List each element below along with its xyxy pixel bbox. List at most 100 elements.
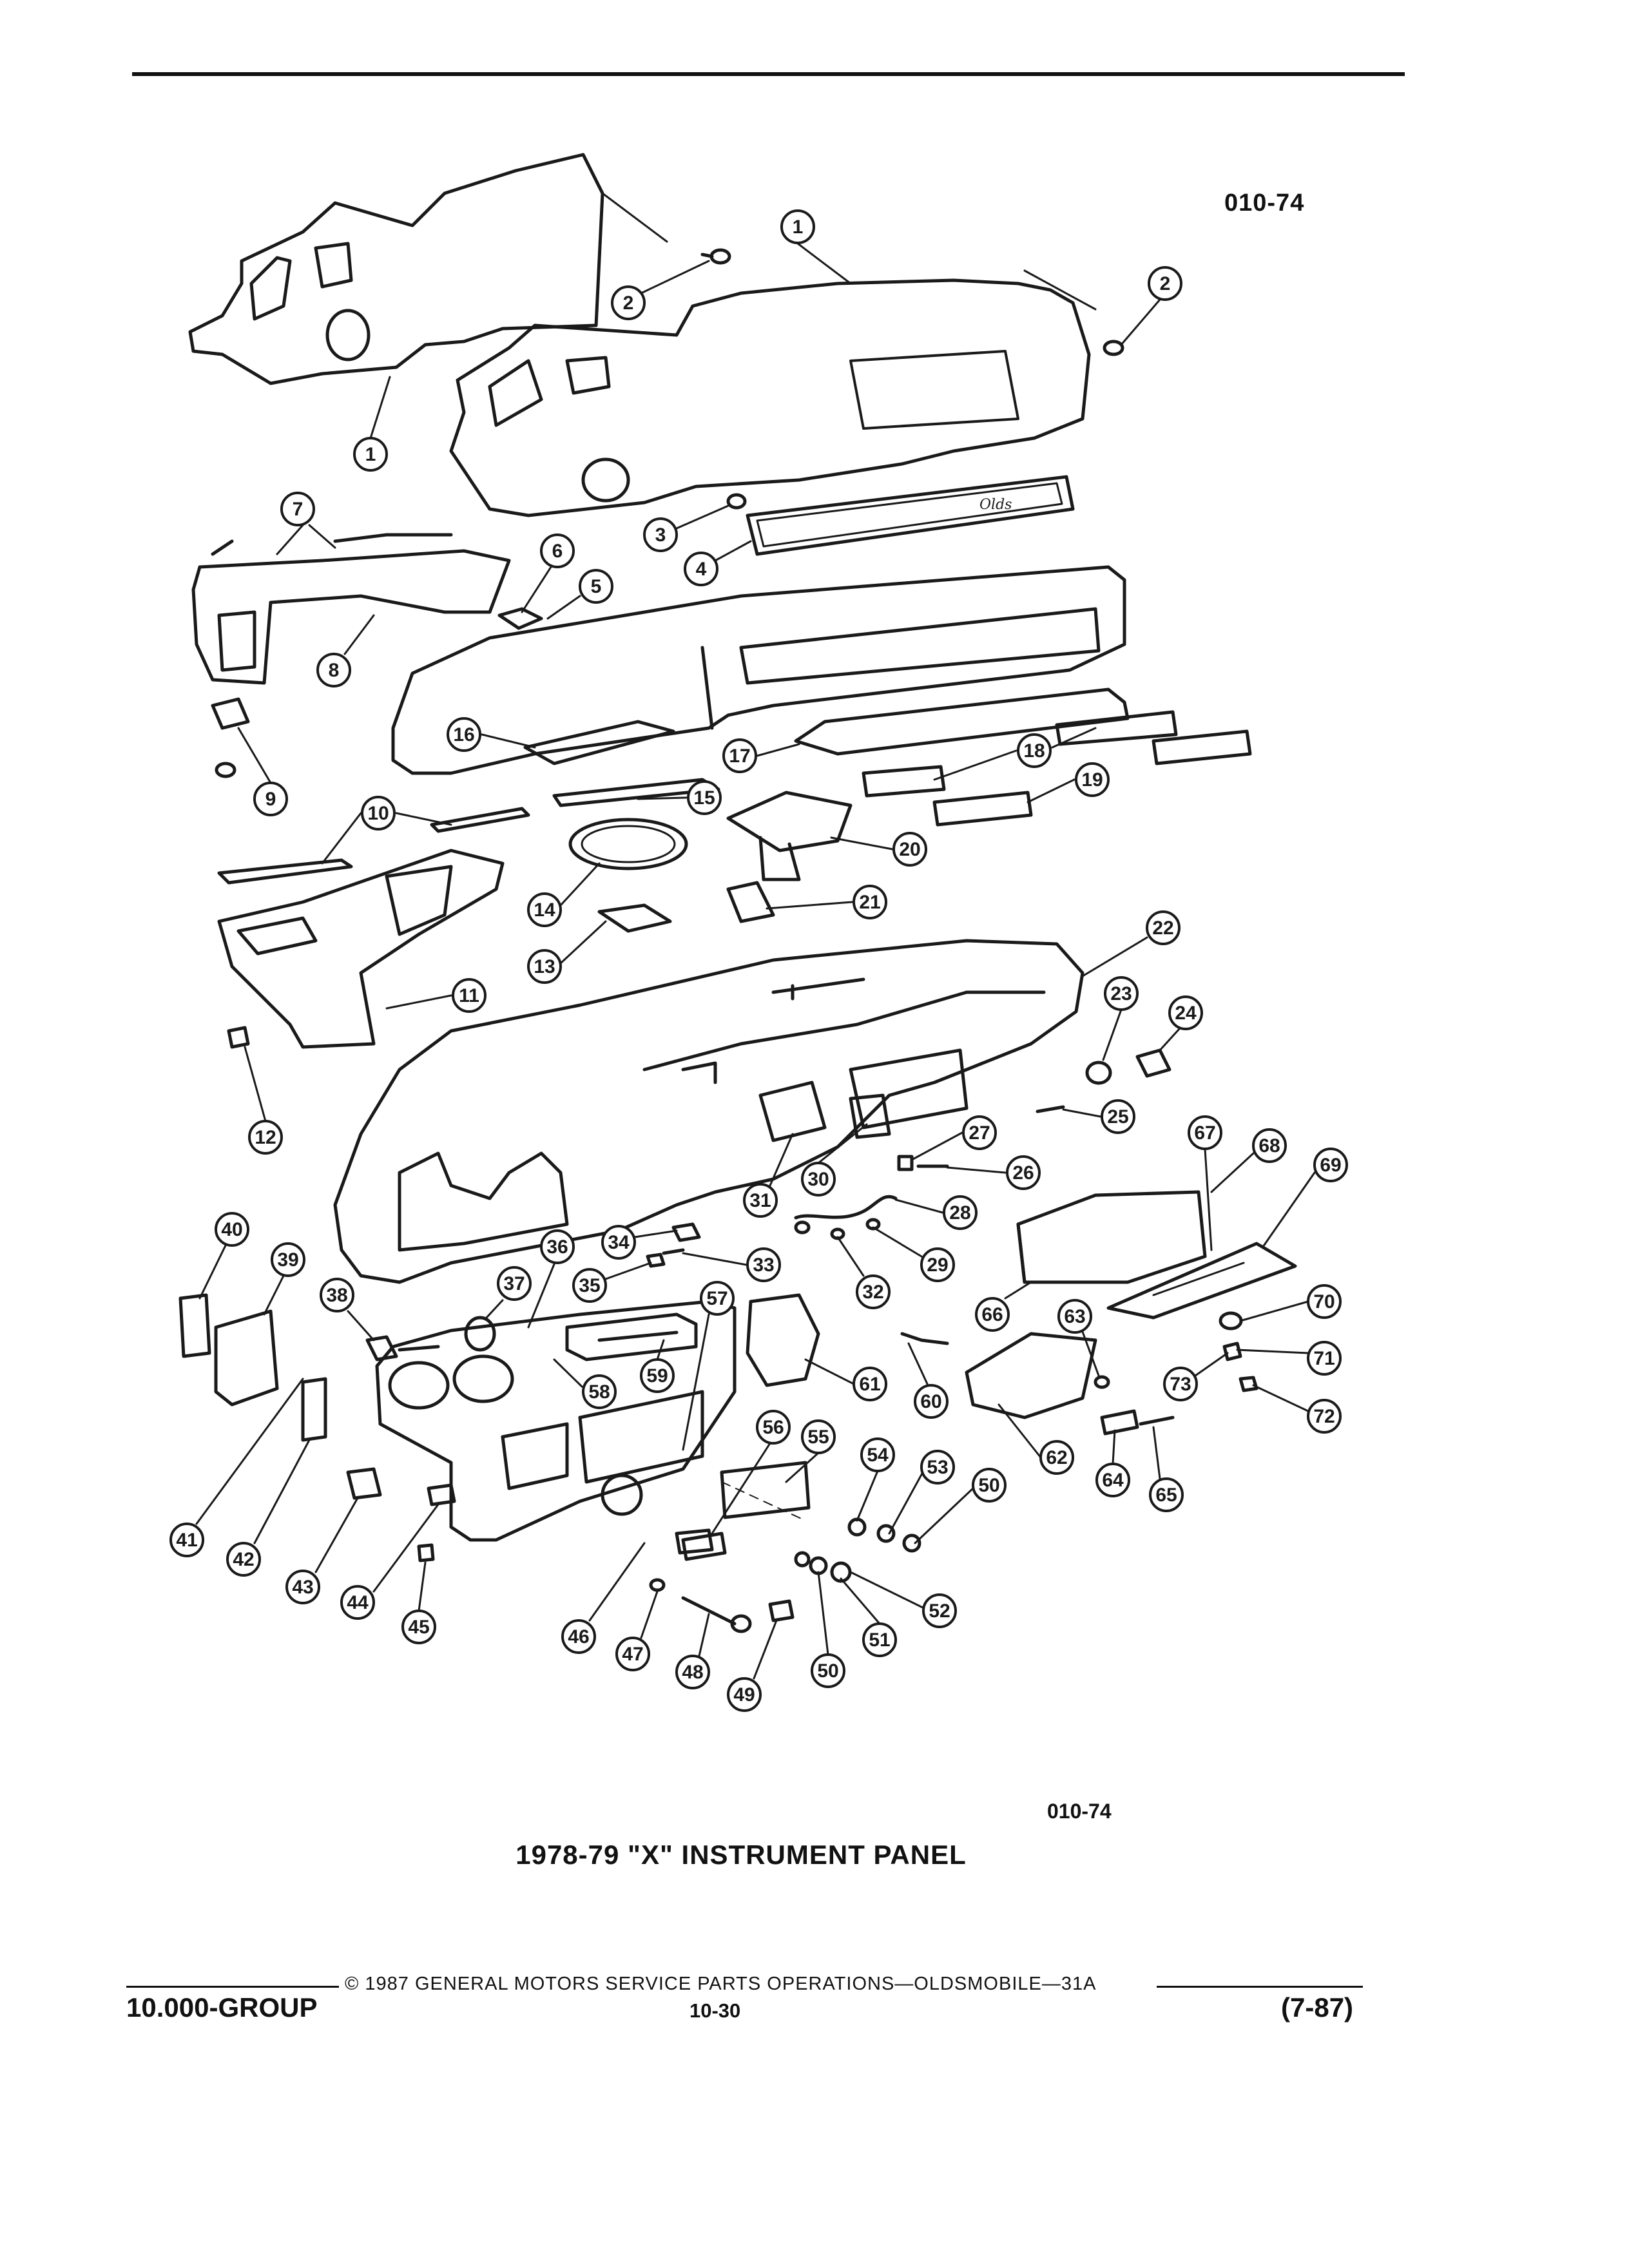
group-label: 10.000-GROUP bbox=[126, 1992, 318, 2023]
figure-reference-bottom: 010-74 bbox=[1047, 1800, 1112, 1823]
part-molding-10-drawing bbox=[217, 807, 530, 885]
callout-18: 18 bbox=[1017, 733, 1052, 768]
callout-number: 63 bbox=[1064, 1306, 1085, 1327]
copyright-notice: © 1987 GENERAL MOTORS SERVICE PARTS OPER… bbox=[345, 1974, 1097, 1994]
part-instrument-panel-22-drawing bbox=[333, 939, 1084, 1284]
callout-17: 17 bbox=[722, 738, 757, 773]
callout-circle bbox=[1057, 1299, 1092, 1334]
part-ashtray-drawing bbox=[900, 1332, 1175, 1436]
callout-6: 6 bbox=[540, 533, 575, 568]
callout-number: 29 bbox=[927, 1254, 948, 1276]
callout-2: 2 bbox=[611, 285, 646, 320]
callout-number: 40 bbox=[221, 1219, 242, 1240]
callout-circle bbox=[853, 1367, 887, 1401]
callout-number: 28 bbox=[949, 1202, 970, 1224]
callout-number: 9 bbox=[265, 789, 276, 810]
part-duct-left-drawing bbox=[191, 533, 511, 685]
callout-48: 48 bbox=[675, 1655, 710, 1689]
callout-circle bbox=[527, 949, 562, 984]
callout-29: 29 bbox=[920, 1247, 955, 1282]
callout-circle bbox=[447, 717, 481, 752]
callout-22: 22 bbox=[1146, 910, 1181, 945]
callout-circle bbox=[856, 1274, 891, 1309]
callout-number: 55 bbox=[807, 1427, 829, 1448]
part-harness-drawing bbox=[794, 1195, 898, 1240]
callout-number: 53 bbox=[927, 1457, 948, 1478]
part-insulator-front-drawing bbox=[449, 269, 1097, 517]
callout-47: 47 bbox=[615, 1637, 650, 1671]
callout-circle bbox=[675, 1655, 710, 1689]
callout-number: 62 bbox=[1046, 1447, 1067, 1468]
callout-circle bbox=[1168, 995, 1203, 1030]
callout-number: 65 bbox=[1155, 1485, 1177, 1506]
callout-circle bbox=[860, 1437, 895, 1472]
callout-circle bbox=[601, 1225, 636, 1260]
callout-14: 14 bbox=[527, 892, 562, 927]
callout-9: 9 bbox=[253, 782, 288, 816]
callout-number: 37 bbox=[503, 1273, 525, 1294]
callout-number: 45 bbox=[408, 1617, 429, 1638]
callout-number: 43 bbox=[292, 1577, 313, 1598]
callout-circle bbox=[743, 1183, 778, 1218]
callout-circle bbox=[962, 1115, 997, 1150]
callout-59: 59 bbox=[640, 1358, 675, 1393]
callout-38: 38 bbox=[320, 1278, 354, 1312]
callout-27: 27 bbox=[962, 1115, 997, 1150]
part-clock-14-drawing bbox=[568, 818, 688, 933]
callout-53: 53 bbox=[920, 1450, 955, 1485]
callout-72: 72 bbox=[1307, 1399, 1342, 1434]
callout-51: 51 bbox=[862, 1622, 897, 1657]
callout-number: 54 bbox=[867, 1445, 889, 1466]
callout-26: 26 bbox=[1006, 1155, 1041, 1190]
callout-number: 4 bbox=[696, 559, 707, 580]
callout-11: 11 bbox=[452, 978, 487, 1013]
callout-number: 69 bbox=[1320, 1155, 1341, 1176]
callout-42: 42 bbox=[226, 1542, 261, 1577]
part-heater-control-drawing bbox=[681, 1293, 820, 1561]
callout-circle bbox=[579, 569, 613, 604]
part-switch-37-38-drawing bbox=[365, 1316, 496, 1361]
callout-57: 57 bbox=[700, 1281, 735, 1316]
callout-circle bbox=[1149, 1477, 1184, 1512]
callout-34: 34 bbox=[601, 1225, 636, 1260]
callout-number: 2 bbox=[623, 293, 634, 314]
callout-69: 69 bbox=[1313, 1148, 1348, 1182]
callout-number: 57 bbox=[706, 1288, 728, 1309]
callout-10: 10 bbox=[361, 796, 396, 831]
callout-52: 52 bbox=[922, 1593, 957, 1628]
part-glove-box-drawing bbox=[1016, 1190, 1297, 1320]
callout-circle bbox=[727, 1677, 762, 1712]
callout-circle bbox=[756, 1410, 791, 1445]
callout-circle bbox=[401, 1610, 436, 1644]
callout-35: 35 bbox=[572, 1268, 607, 1303]
part-small-hardware-drawing bbox=[897, 1048, 1171, 1171]
callout-60: 60 bbox=[914, 1384, 949, 1419]
callout-number: 60 bbox=[920, 1391, 941, 1412]
callout-circle bbox=[340, 1585, 375, 1620]
callout-55: 55 bbox=[801, 1419, 836, 1454]
part-nameplate-drawing: Olds bbox=[746, 475, 1075, 556]
callout-39: 39 bbox=[271, 1242, 305, 1277]
callout-number: 46 bbox=[568, 1626, 589, 1648]
callout-number: 39 bbox=[277, 1249, 298, 1271]
callout-circle bbox=[1252, 1128, 1287, 1163]
callout-number: 42 bbox=[233, 1549, 254, 1570]
part-bracket-9-drawing bbox=[211, 697, 250, 778]
callout-circle bbox=[684, 552, 718, 586]
callout-number: 67 bbox=[1194, 1122, 1215, 1144]
callout-number: 73 bbox=[1170, 1374, 1191, 1395]
callout-circle bbox=[801, 1419, 836, 1454]
callout-circle bbox=[248, 1120, 283, 1155]
callout-number: 44 bbox=[347, 1592, 369, 1613]
callout-circle bbox=[853, 885, 887, 919]
callout-circle bbox=[1104, 976, 1139, 1011]
callout-number: 25 bbox=[1107, 1106, 1128, 1128]
callout-number: 26 bbox=[1012, 1162, 1034, 1184]
callout-circle bbox=[316, 653, 351, 687]
callout-number: 22 bbox=[1152, 918, 1173, 939]
callout-50: 50 bbox=[811, 1653, 845, 1688]
callout-20: 20 bbox=[892, 832, 927, 867]
callout-number: 72 bbox=[1313, 1406, 1335, 1427]
callout-number: 48 bbox=[682, 1662, 703, 1683]
